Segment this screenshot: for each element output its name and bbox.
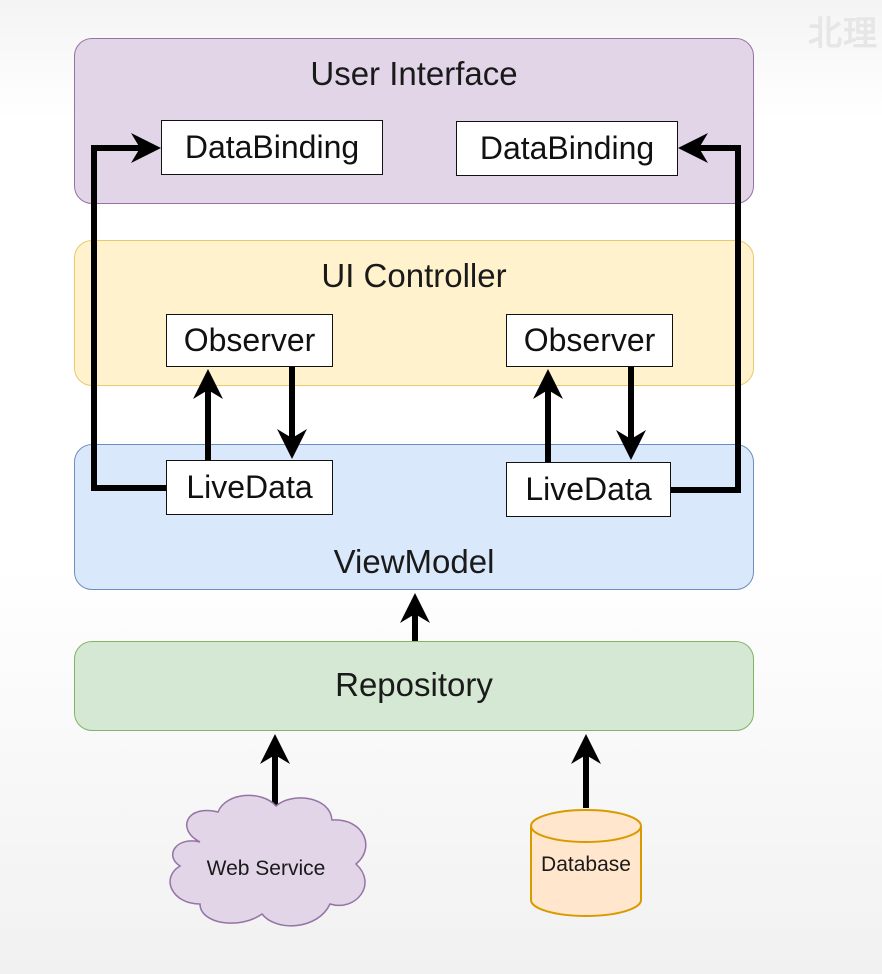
observer-right-box: Observer xyxy=(506,314,673,367)
arrow-livedata-to-databinding-left xyxy=(91,133,166,491)
livedata-left-box: LiveData xyxy=(166,460,333,515)
web-service-label: Web Service xyxy=(206,857,326,880)
user-interface-title: User Interface xyxy=(310,55,518,92)
web-service-cloud-icon xyxy=(169,794,367,927)
view-model-title: ViewModel xyxy=(333,543,495,580)
ui-controller-title: UI Controller xyxy=(321,257,507,294)
database-label: Database xyxy=(541,853,631,876)
livedata-right-box: LiveData xyxy=(506,462,671,517)
databinding-left-box: DataBinding xyxy=(161,120,383,175)
watermark: 北理 xyxy=(808,14,878,54)
database-cylinder-icon xyxy=(530,809,642,917)
repository-title: Repository xyxy=(335,666,493,703)
databinding-right-box: DataBinding xyxy=(456,121,678,176)
observer-left-box: Observer xyxy=(166,314,333,367)
arrow-livedata-to-databinding-right xyxy=(671,133,741,493)
repository-layer: Repository xyxy=(74,641,754,731)
